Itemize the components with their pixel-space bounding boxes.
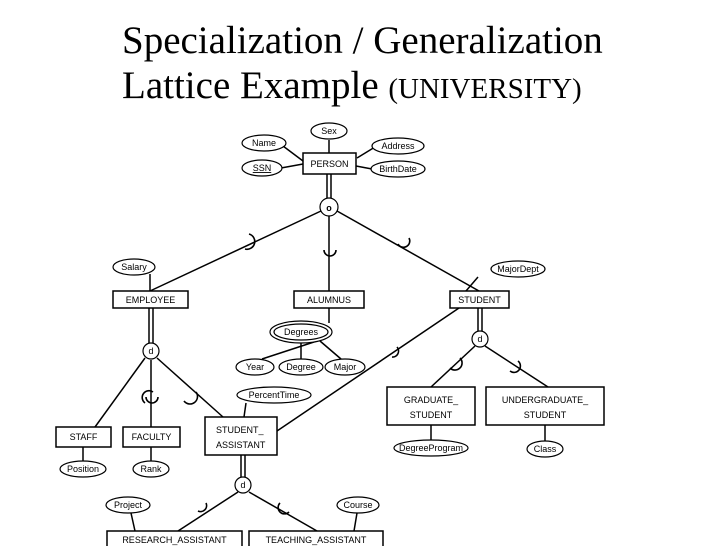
attribute-major: Major	[324, 358, 366, 376]
title-line-2-suffix: (UNIVERSITY)	[388, 73, 582, 105]
entity-student: STUDENT	[449, 290, 510, 309]
attribute-rank: Rank	[132, 460, 170, 478]
entity-label: EMPLOYEE	[126, 295, 176, 305]
entity-teaching-assistant: TEACHING_ASSISTANT	[248, 530, 384, 546]
entity-student-assistant: STUDENT_ ASSISTANT	[204, 416, 278, 456]
entity-label: ASSISTANT	[216, 440, 266, 450]
attribute-birthdate: BirthDate	[370, 160, 426, 178]
entity-undergraduate-student: UNDERGRADUATE_ STUDENT	[485, 386, 605, 426]
attribute-label: Position	[67, 464, 99, 474]
attribute-label: Rank	[140, 464, 162, 474]
attribute-label-key: SSN	[253, 163, 272, 173]
attribute-label: PercentTime	[249, 390, 300, 400]
attribute-name: Name	[241, 134, 287, 152]
specialization-circle-student: d	[471, 330, 489, 348]
entity-label: TEACHING_ASSISTANT	[266, 535, 367, 545]
entity-label: STUDENT	[458, 295, 501, 305]
subset-symbol	[197, 502, 208, 513]
specialization-circle-student-assistant: d	[234, 476, 252, 494]
entity-label: GRADUATE_	[404, 395, 459, 405]
attribute-address: Address	[371, 137, 425, 155]
attribute-salary: Salary	[112, 258, 156, 276]
title-line-1: Specialization / Generalization	[122, 19, 603, 62]
attribute-label: Project	[114, 500, 143, 510]
attribute-ssn: SSN	[241, 159, 283, 177]
entity-label: PERSON	[310, 159, 348, 169]
attribute-class: Class	[526, 440, 564, 458]
attribute-degrees-multivalued: Degrees	[269, 320, 333, 344]
subset-symbols	[141, 233, 522, 515]
subset-symbol	[323, 249, 337, 257]
constraint-label: d	[148, 346, 153, 356]
entity-label: STUDENT	[524, 410, 567, 420]
entity-label: STAFF	[70, 432, 98, 442]
constraint-label: d	[477, 334, 482, 344]
attribute-label: Degrees	[284, 327, 319, 337]
entity-label: STUDENT	[410, 410, 453, 420]
entity-staff: STAFF	[55, 426, 112, 448]
subset-symbol	[391, 346, 400, 358]
title-line-2-main: Lattice Example	[122, 64, 379, 107]
entity-label: ALUMNUS	[307, 295, 351, 305]
subset-symbol	[141, 389, 154, 404]
entity-graduate-student: GRADUATE_ STUDENT	[386, 386, 476, 426]
attribute-degree: Degree	[278, 358, 324, 376]
connector-lines	[82, 140, 549, 532]
attribute-label: Major	[334, 362, 357, 372]
slide-title: Specialization / Generalization Lattice …	[122, 18, 603, 112]
subset-symbol	[397, 237, 411, 249]
entity-employee: EMPLOYEE	[112, 290, 189, 309]
attribute-label: Degree	[286, 362, 316, 372]
specialization-circle-person: o	[319, 197, 339, 217]
attribute-label: BirthDate	[379, 164, 417, 174]
attribute-year: Year	[235, 358, 275, 376]
attribute-majordept: MajorDept	[490, 260, 546, 278]
entity-person: PERSON	[302, 152, 357, 175]
attribute-label: Name	[252, 138, 276, 148]
attribute-degreeprogram: DegreeProgram	[393, 439, 469, 457]
entity-label: FACULTY	[132, 432, 172, 442]
subset-symbol	[183, 391, 199, 405]
attribute-label: Year	[246, 362, 264, 372]
attribute-project: Project	[105, 496, 151, 514]
subset-symbol	[509, 360, 522, 374]
entity-research-assistant: RESEARCH_ASSISTANT	[106, 530, 243, 546]
attribute-label: MajorDept	[497, 264, 539, 274]
title-line-2: Lattice Example (UNIVERSITY)	[122, 63, 603, 112]
entity-label: RESEARCH_ASSISTANT	[122, 535, 227, 545]
attribute-label: Address	[381, 141, 415, 151]
attribute-label: Sex	[321, 126, 337, 136]
attribute-course: Course	[336, 496, 380, 514]
attribute-percenttime: PercentTime	[236, 386, 312, 404]
constraint-label: o	[326, 203, 332, 213]
constraint-label: d	[240, 480, 245, 490]
attribute-label: Class	[534, 444, 557, 454]
entity-faculty: FACULTY	[122, 426, 181, 448]
attribute-position: Position	[59, 460, 107, 478]
attribute-label: Salary	[121, 262, 147, 272]
subset-symbol	[145, 396, 159, 404]
entity-alumnus: ALUMNUS	[293, 290, 365, 309]
entity-label: UNDERGRADUATE_	[502, 395, 589, 405]
specialization-circle-employee: d	[142, 342, 160, 360]
subset-symbol	[244, 233, 256, 251]
attribute-label: DegreeProgram	[399, 443, 463, 453]
attribute-sex: Sex	[310, 122, 348, 140]
entity-label: STUDENT_	[216, 425, 264, 435]
subset-symbol	[449, 357, 463, 371]
subset-symbol	[277, 502, 290, 515]
attribute-label: Course	[343, 500, 372, 510]
